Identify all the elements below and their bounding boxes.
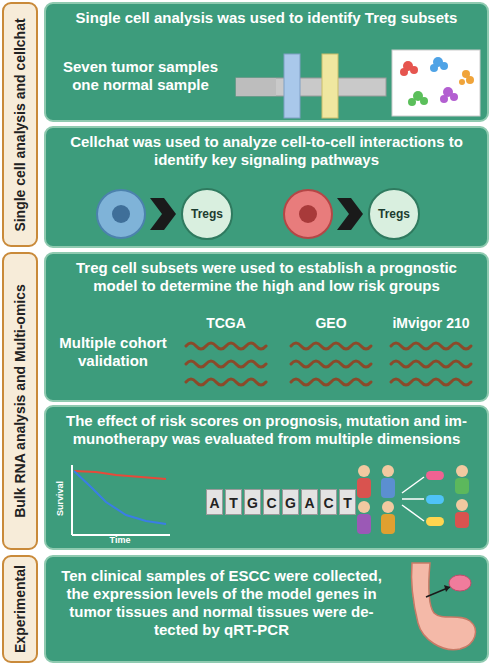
panel-note: Multiple cohort validation <box>52 334 174 370</box>
axis-label: Survival <box>55 471 66 527</box>
illustration-part <box>391 361 471 367</box>
illustration-part <box>420 97 428 105</box>
illustration-part <box>186 343 266 349</box>
illustration-part <box>408 98 416 106</box>
illustration-part <box>410 66 418 74</box>
illustration-part <box>299 205 317 223</box>
illustration-part <box>236 78 276 96</box>
illustration-part <box>426 471 444 480</box>
dna-letter: T <box>339 489 356 515</box>
illustration-part <box>186 379 266 385</box>
illustration-part <box>444 585 450 592</box>
illustration-part <box>400 68 408 76</box>
illustration-part <box>382 465 394 477</box>
illustration-part <box>450 93 458 101</box>
step-panel: Single cell analysis was used to identif… <box>44 2 489 122</box>
cohort-name: TCGA <box>176 314 276 332</box>
illustration-part <box>357 465 469 534</box>
dna-letter: G <box>244 489 261 515</box>
illustration-part <box>455 478 469 494</box>
illustration-part <box>381 478 395 498</box>
illustration-part <box>150 198 176 230</box>
illustration-part <box>456 499 468 511</box>
step-panel: The effect of risk scores on prognosis, … <box>44 405 489 550</box>
illustration-part <box>358 465 370 477</box>
illustration-part <box>337 198 363 230</box>
axis-label: Time <box>96 535 144 546</box>
illustration-part <box>291 379 371 385</box>
illustration-part <box>186 343 471 385</box>
dna-letter: C <box>263 489 280 515</box>
section-tab: Bulk RNA analysis and Multi-omics <box>2 252 38 550</box>
illustration-part <box>392 50 480 116</box>
dna-letter: G <box>282 489 299 515</box>
illustration-part <box>382 501 394 513</box>
illustration-part <box>291 343 371 349</box>
panel-heading: Treg cell subsets were used to establish… <box>54 259 479 295</box>
illustration-part <box>391 379 471 385</box>
illustration-part <box>400 57 474 106</box>
section-label: Bulk RNA analysis and Multi-omics <box>12 284 28 518</box>
illustration-part <box>402 477 424 493</box>
section-label: Single cell analysis and cellchat <box>12 18 28 231</box>
illustration-part <box>358 501 370 513</box>
panel-heading: Ten clinical samples of ESCC were collec… <box>54 567 389 639</box>
illustration-part <box>466 76 474 84</box>
illustration-part <box>455 512 469 528</box>
cell-label: Tregs <box>191 207 223 221</box>
illustration-part <box>456 465 468 477</box>
illustration-part <box>459 79 465 85</box>
illustration-part <box>186 361 266 367</box>
illustration-part <box>426 517 444 526</box>
illustration-part <box>381 514 395 534</box>
illustration-part <box>357 478 371 498</box>
illustration-part <box>430 64 438 72</box>
step-panel: Ten clinical samples of ESCC were collec… <box>44 555 489 663</box>
dna-letter: A <box>301 489 318 515</box>
dna-letter: T <box>225 489 242 515</box>
illustration-part <box>426 495 444 504</box>
dna-letter: C <box>320 489 337 515</box>
step-panel: Cellchat was used to analyze cell-to-cel… <box>44 126 489 248</box>
illustration-part <box>74 471 166 524</box>
panel-heading: Single cell analysis was used to identif… <box>54 9 479 27</box>
illustration-part <box>391 343 471 349</box>
cell-label: Tregs <box>378 207 410 221</box>
treg-cell: Tregs <box>368 188 420 240</box>
illustration-part <box>440 95 448 103</box>
illustration-part <box>357 514 371 534</box>
illustration-part <box>112 205 130 223</box>
illustration-part <box>71 465 73 535</box>
illustration-part <box>97 190 145 238</box>
illustration-part <box>74 471 166 479</box>
illustration-part <box>440 62 448 70</box>
illustration-part <box>291 361 371 367</box>
treg-cell: Tregs <box>181 188 233 240</box>
illustration-part <box>411 563 475 650</box>
panel-heading: The effect of risk scores on prognosis, … <box>54 412 479 448</box>
illustration-part <box>402 498 424 500</box>
section-tab: Single cell analysis and cellchat <box>2 2 38 247</box>
step-panel: Treg cell subsets were used to establish… <box>44 252 489 402</box>
section-label: Experimental <box>12 565 28 653</box>
illustration-part <box>236 78 386 96</box>
illustration-part <box>449 575 471 591</box>
panel-note: Seven tumor samples one normal sample <box>58 58 223 94</box>
cohort-name: GEO <box>281 314 381 332</box>
illustration-part <box>402 505 424 521</box>
illustration-part <box>322 54 338 118</box>
panel-heading: Cellchat was used to analyze cell-to-cel… <box>54 133 479 169</box>
section-tab: Experimental <box>2 555 38 663</box>
illustration-part <box>284 190 332 238</box>
illustration-part <box>284 54 300 118</box>
cohort-name: iMvigor 210 <box>381 314 481 332</box>
dna-letter: A <box>206 489 223 515</box>
